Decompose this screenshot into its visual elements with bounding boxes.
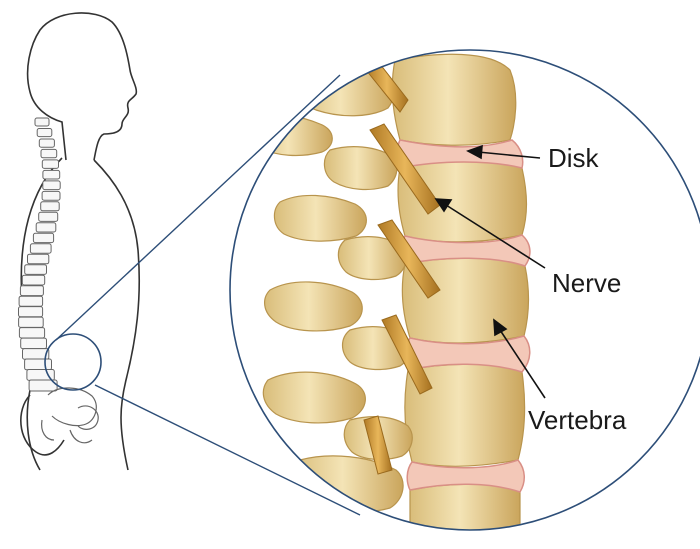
small-vertebra	[22, 275, 44, 285]
small-vertebra	[41, 202, 60, 211]
small-vertebra	[28, 254, 49, 264]
small-vertebra	[21, 338, 47, 349]
small-vertebra	[36, 223, 56, 232]
small-vertebra	[25, 359, 52, 370]
small-vertebra	[19, 317, 44, 327]
small-vertebra	[30, 244, 51, 253]
small-vertebra	[33, 233, 53, 242]
small-vertebra	[19, 328, 44, 338]
torso-front	[94, 160, 139, 470]
vertebra-label: Vertebra	[528, 405, 626, 436]
small-vertebra	[39, 139, 54, 147]
small-vertebra	[35, 118, 49, 126]
small-vertebra	[37, 129, 52, 137]
highlight-circle	[45, 334, 101, 390]
disk-label: Disk	[548, 143, 599, 174]
small-vertebra	[19, 307, 43, 317]
small-vertebra	[39, 212, 58, 221]
small-vertebra	[19, 296, 42, 306]
small-spine	[19, 118, 61, 391]
small-vertebra	[43, 181, 60, 190]
nerve-label: Nerve	[552, 268, 621, 299]
head-outline	[28, 13, 137, 160]
small-vertebra	[25, 265, 47, 275]
small-vertebra	[20, 286, 43, 296]
small-vertebra	[42, 160, 58, 169]
small-vertebra	[42, 191, 60, 200]
small-vertebra	[41, 149, 57, 157]
pelvis-sketch	[42, 388, 99, 443]
small-vertebra	[43, 170, 60, 179]
